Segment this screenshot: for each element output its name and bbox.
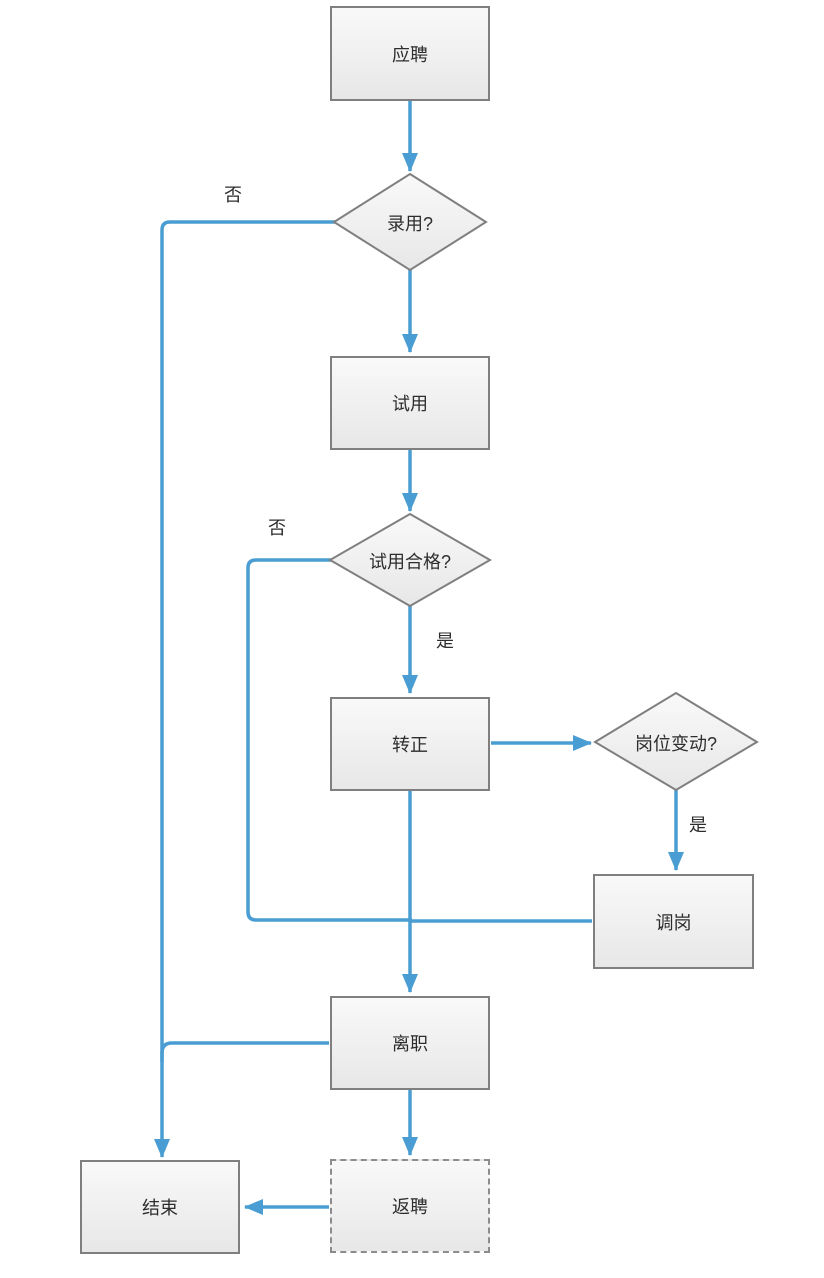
node-apply: 应聘: [330, 6, 490, 101]
node-position-change-label: 岗位变动?: [634, 734, 718, 754]
node-resign: 离职: [330, 996, 490, 1090]
node-probation-label: 试用: [392, 394, 428, 414]
edge-label-hired-no: 否: [224, 185, 242, 205]
node-probation-pass-label: 试用合格?: [368, 552, 452, 572]
node-probation-pass-shape: [327, 512, 493, 608]
node-end-label: 结束: [142, 1198, 178, 1218]
node-hired-shape: [332, 172, 488, 272]
node-rehire: 返聘: [330, 1159, 490, 1253]
node-rehire-label: 返聘: [392, 1197, 428, 1217]
node-transfer: 调岗: [593, 874, 754, 969]
node-end: 结束: [80, 1160, 240, 1254]
node-hired-label: 录用?: [386, 214, 434, 234]
node-probation: 试用: [330, 356, 490, 450]
edge-hired-no-to-end: [154, 220, 335, 1158]
node-position-change-shape: [593, 691, 759, 792]
node-apply-label: 应聘: [392, 44, 428, 65]
node-regularize-label: 转正: [392, 735, 428, 755]
edge-resign-to-end-line: [160, 1041, 329, 1062]
edge-label-probation-pass-no: 否: [268, 518, 286, 538]
edge-label-probation-pass-yes: 是: [436, 631, 454, 651]
node-resign-label: 离职: [392, 1034, 428, 1054]
node-regularize: 转正: [330, 697, 490, 791]
node-transfer-label: 调岗: [655, 912, 692, 933]
edge-label-position-change-yes: 是: [689, 815, 707, 835]
edge-probation-pass-no-to-junction: [246, 558, 412, 922]
